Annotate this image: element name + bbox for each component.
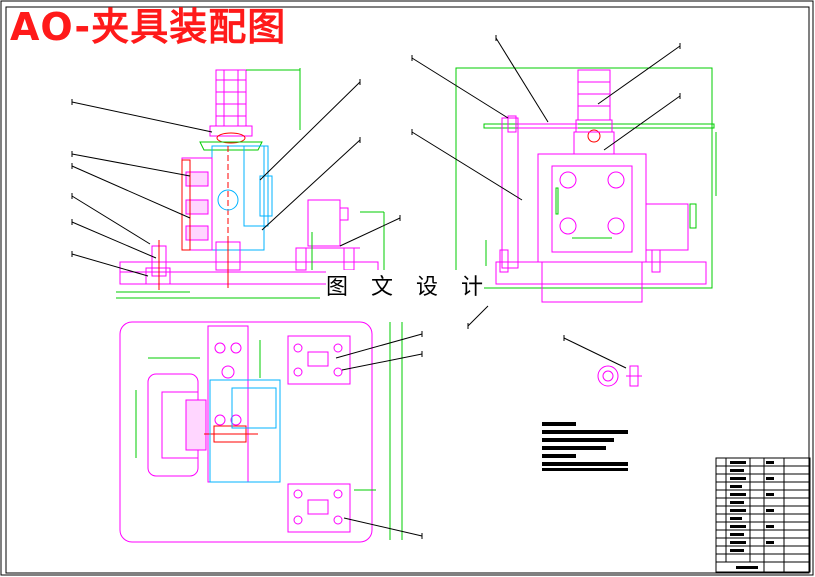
detail-view <box>563 335 642 387</box>
top-view-support <box>209 379 281 483</box>
inner-frame <box>5 6 810 574</box>
fixture-body <box>537 153 647 263</box>
side-view-leaders <box>411 35 681 329</box>
front-view <box>116 68 385 299</box>
cylinder-body <box>215 69 247 127</box>
side-view-envelope <box>455 67 713 289</box>
side-view <box>455 67 717 303</box>
watermark: 图 文 设 计 <box>326 270 484 306</box>
technical-notes <box>542 422 628 471</box>
drawing-title: AO-夹具装配图 <box>10 5 287 49</box>
side-cylinder <box>577 69 611 121</box>
top-view <box>119 321 403 543</box>
top-view-base <box>119 321 373 543</box>
title-block <box>715 457 811 573</box>
top-view-leaders <box>335 331 423 539</box>
title-block-entries <box>730 461 774 569</box>
side-clamp <box>307 199 341 247</box>
front-view-leaders <box>71 79 401 277</box>
